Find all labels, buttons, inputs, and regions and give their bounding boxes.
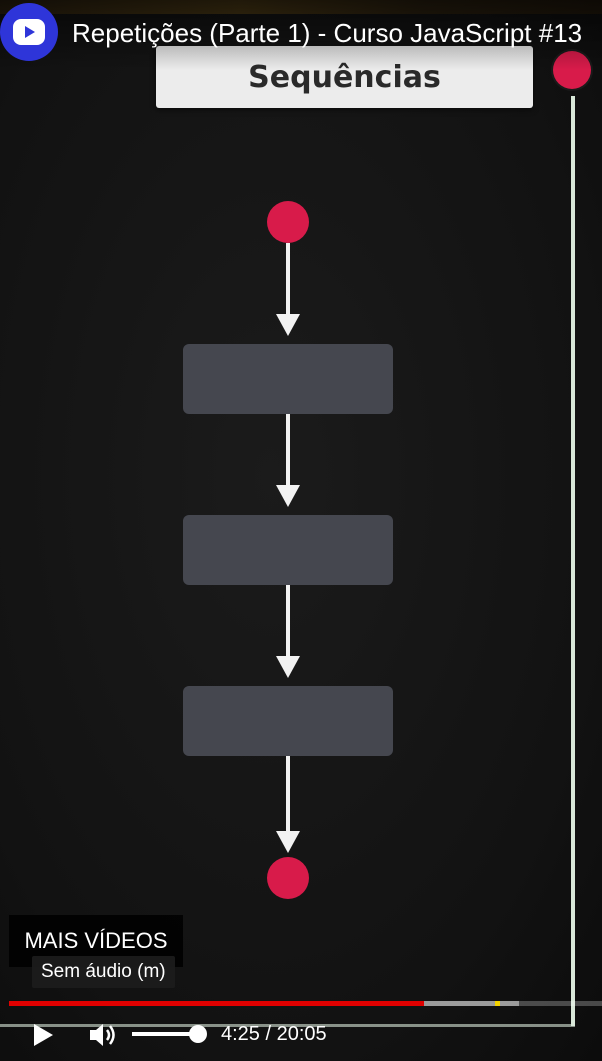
play-button[interactable] <box>26 1018 60 1052</box>
side-timeline-line <box>571 96 575 1026</box>
volume-slider[interactable] <box>132 1032 204 1036</box>
sequence-step-2 <box>183 515 393 585</box>
flow-arrow <box>276 243 300 336</box>
channel-logo-icon[interactable] <box>0 3 58 61</box>
video-title[interactable]: Repetições (Parte 1) - Curso JavaScript … <box>72 18 583 48</box>
sequence-step-1 <box>183 344 393 414</box>
end-node <box>267 857 309 899</box>
flow-arrow <box>276 756 300 854</box>
volume-button[interactable] <box>86 1018 120 1052</box>
sequence-step-3 <box>183 686 393 756</box>
volume-icon <box>90 1024 115 1046</box>
title-bar <box>0 0 602 70</box>
bottom-border-line <box>0 1024 575 1027</box>
start-node <box>267 201 309 243</box>
time-display: 4:25 / 20:05 <box>221 1023 327 1045</box>
progress-bar[interactable] <box>9 1001 602 1006</box>
controls-bar: 4:25 / 20:05 <box>0 1012 602 1057</box>
flow-arrow <box>276 414 300 507</box>
volume-slider-handle[interactable] <box>189 1025 207 1043</box>
chapter-marker <box>495 1001 501 1006</box>
play-icon <box>34 1024 53 1046</box>
flow-arrow <box>276 585 300 678</box>
progress-played <box>9 1001 425 1006</box>
mute-tooltip: Sem áudio (m) <box>32 956 175 988</box>
